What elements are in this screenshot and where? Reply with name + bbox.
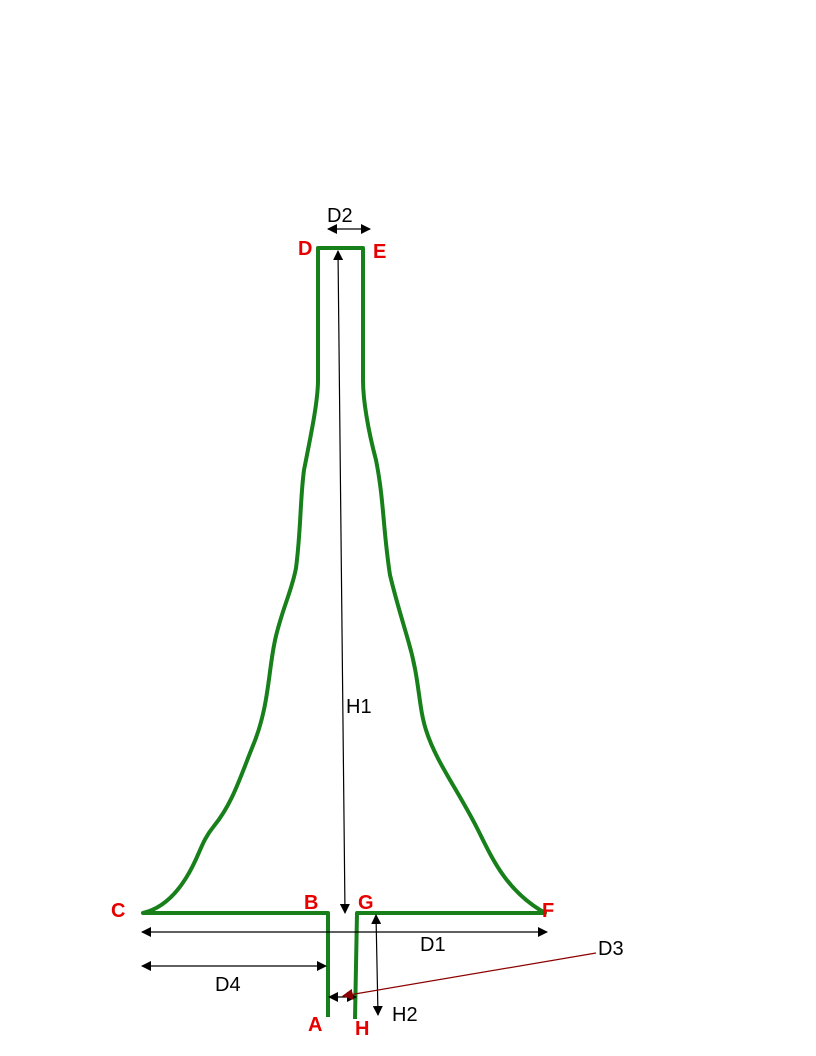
h2-label: H2 <box>392 1004 418 1026</box>
point-label-b: B <box>304 892 318 914</box>
point-label-d: D <box>298 238 312 260</box>
point-label-c: C <box>111 900 125 922</box>
d3-label: D3 <box>598 938 624 960</box>
h1-dimension-arrow <box>333 250 350 914</box>
point-label-f: F <box>542 900 554 922</box>
point-label-h: H <box>355 1018 369 1040</box>
horn-outline <box>141 246 547 1020</box>
point-label-g: G <box>358 892 374 914</box>
d4-label: D4 <box>215 974 241 996</box>
d1-label: D1 <box>420 934 446 956</box>
point-label-a: A <box>308 1014 322 1036</box>
h1-label: H1 <box>346 696 372 718</box>
point-label-e: E <box>373 241 386 263</box>
d3-leader-line <box>341 952 597 1000</box>
h2-dimension-arrow <box>371 914 383 1016</box>
d2-label: D2 <box>327 205 353 227</box>
